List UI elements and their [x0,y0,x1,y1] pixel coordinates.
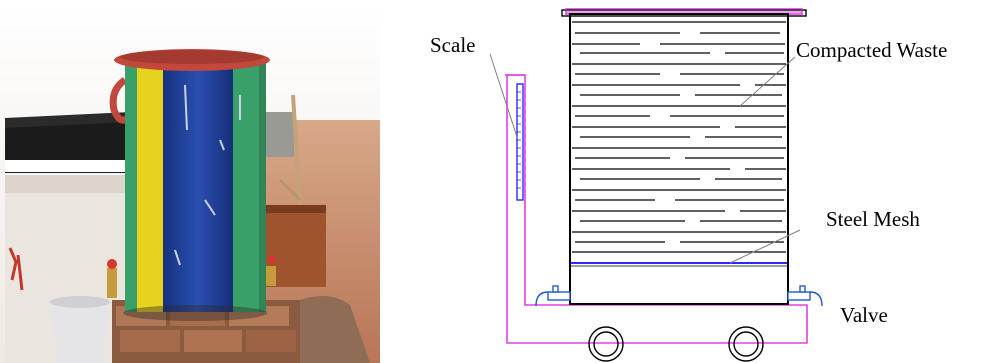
white-stripe [5,160,130,172]
tank-outline [569,13,789,305]
right-valve-icon [787,285,823,307]
label-compacted-waste: Compacted Waste [796,38,947,62]
compacted-waste-hatching [572,21,786,253]
label-valve: Valve [840,303,888,327]
scale [516,83,524,201]
steel-mesh-leader [729,229,801,264]
tank-photo [0,0,380,363]
wheels [588,326,764,362]
scale-leader [489,53,519,141]
label-scale: Scale [430,33,475,57]
tank-diagram: Scale Compacted Waste Steel Mesh Valve [430,8,947,362]
label-steel-mesh: Steel Mesh [826,207,920,231]
tank-body [123,62,267,321]
left-valve-icon [535,285,571,307]
compacted-waste-leader [739,56,796,107]
bucket [50,302,110,363]
